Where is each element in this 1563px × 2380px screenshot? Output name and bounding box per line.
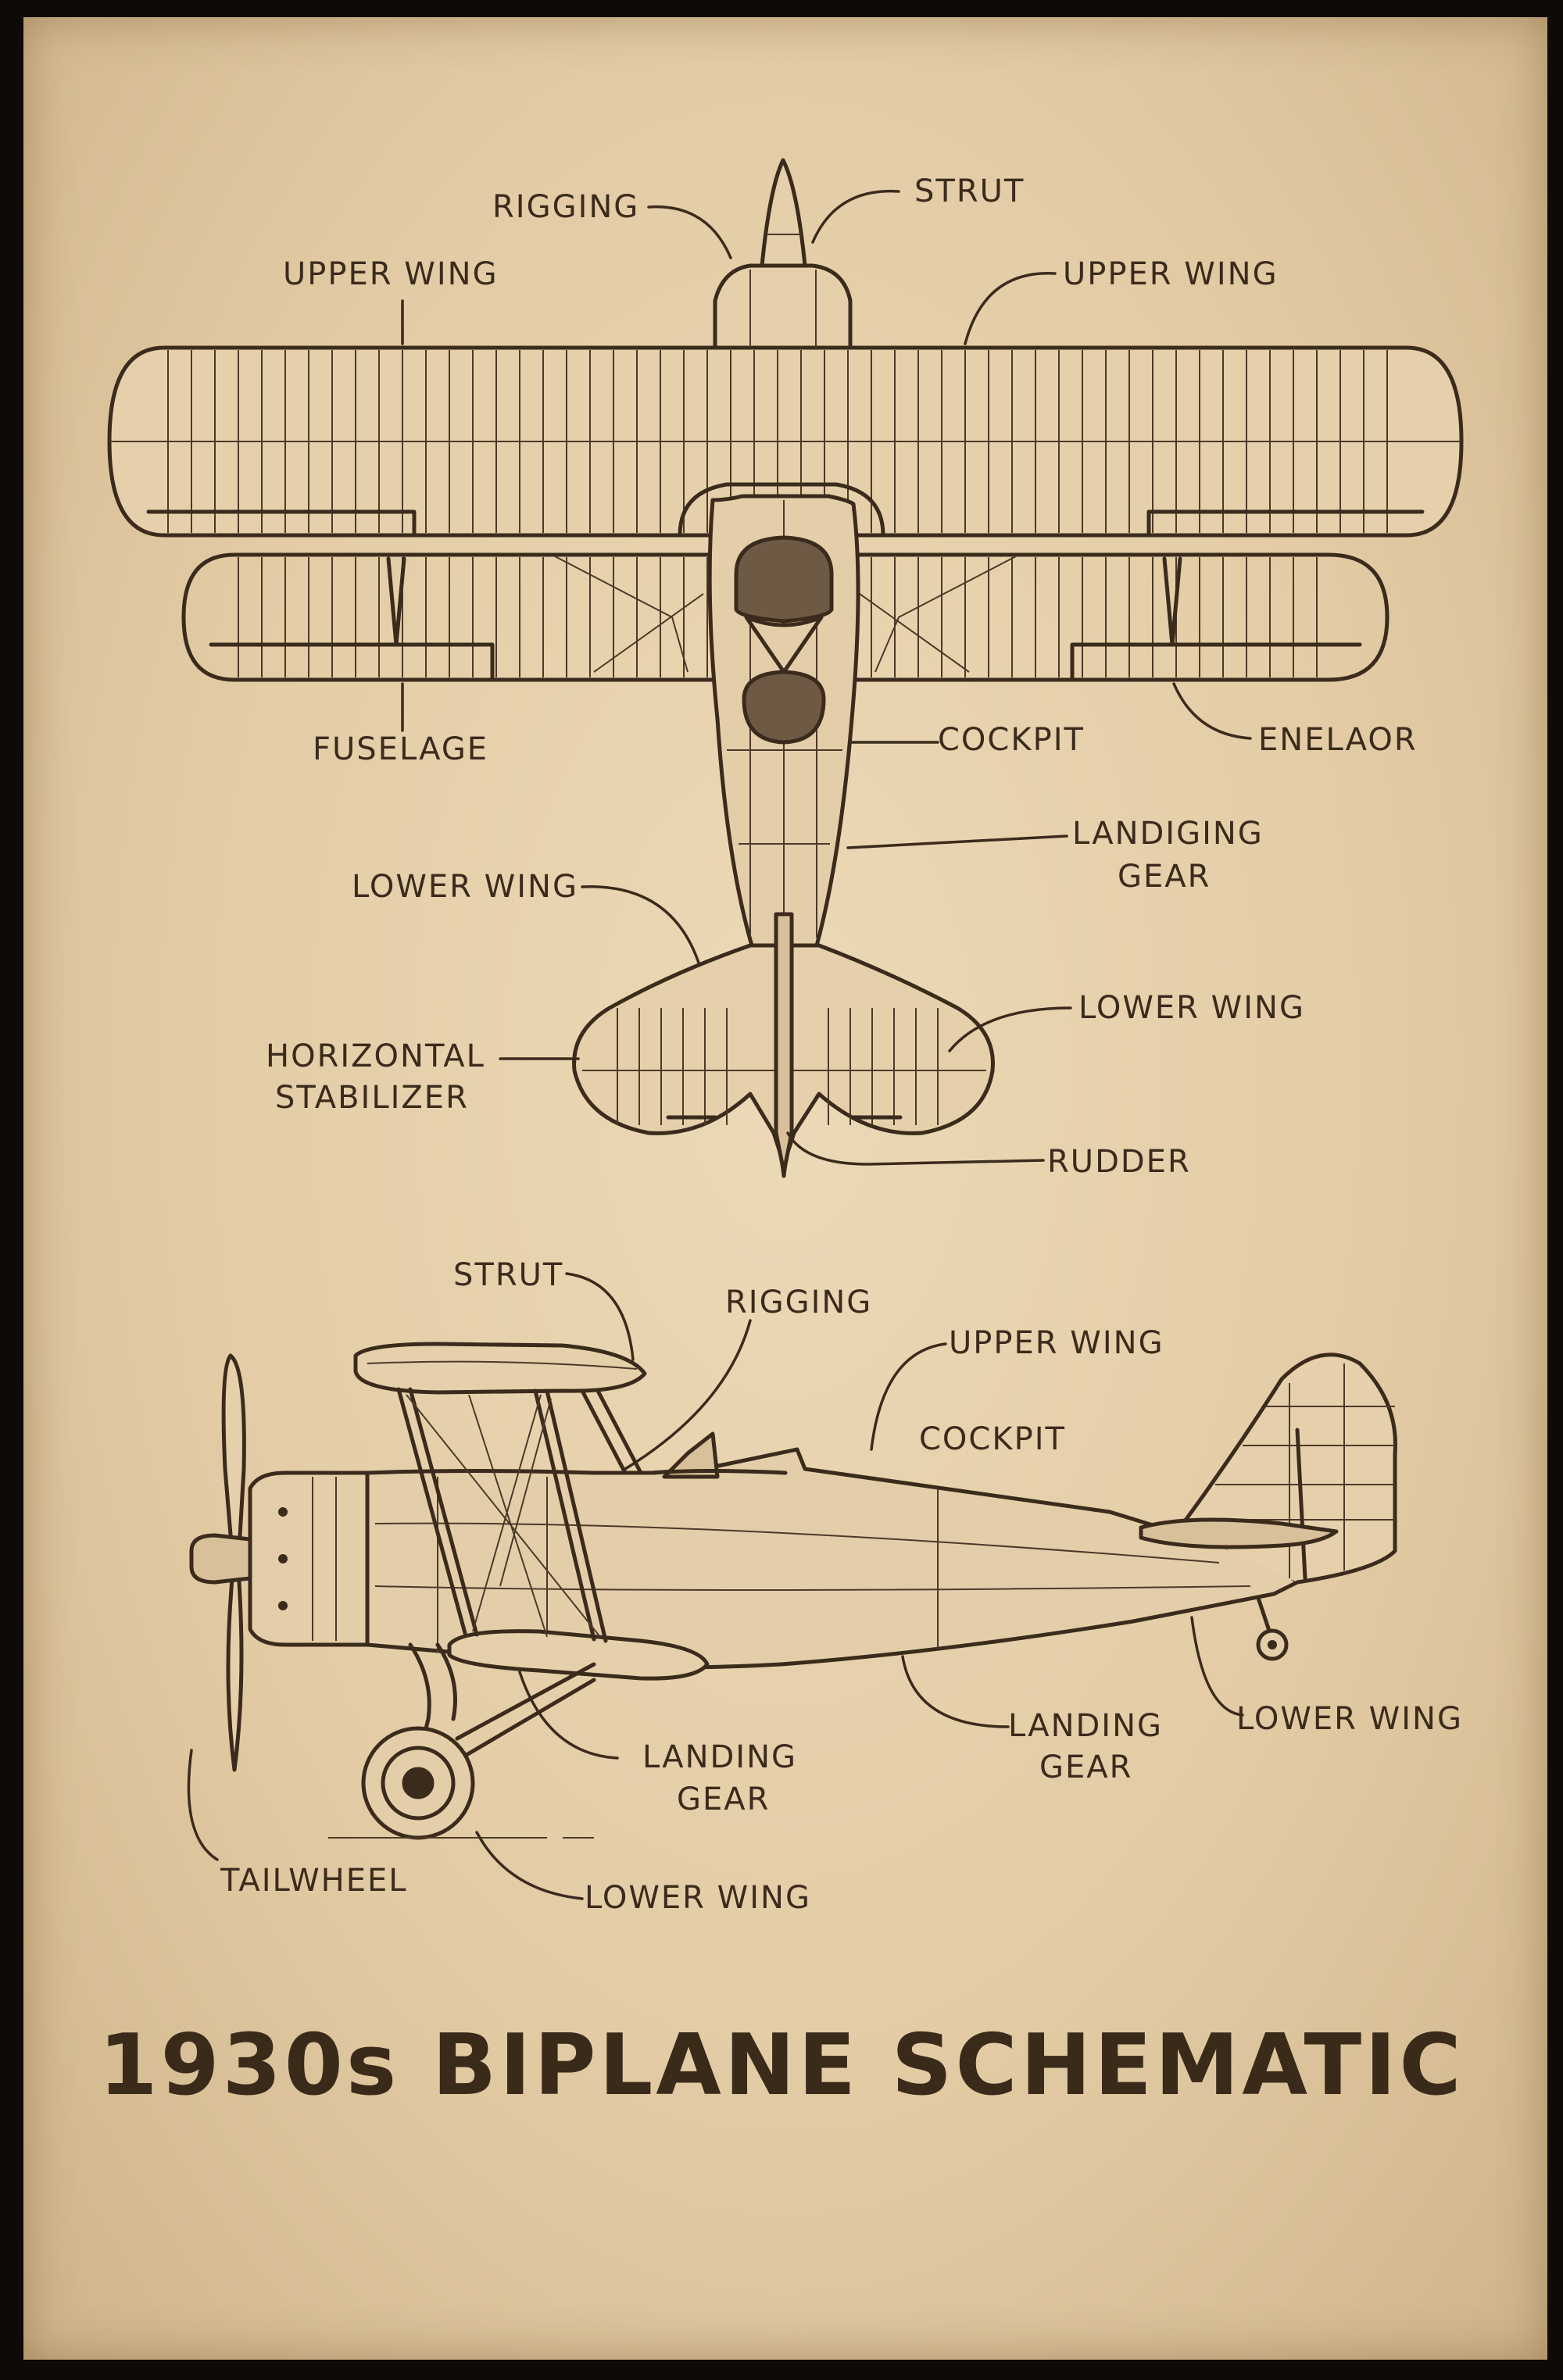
label-horizontal-stabilizer-line1: HORIZONTAL bbox=[266, 1038, 485, 1074]
top-view-upper-aileron-right bbox=[1146, 509, 1425, 538]
label-lower-wing-side-right: LOWER WING bbox=[1236, 1701, 1463, 1737]
label-lower-wing-side-bottom: LOWER WING bbox=[585, 1880, 811, 1916]
label-upper-wing-side: UPPER WING bbox=[949, 1325, 1164, 1361]
label-enelaor: ENELAOR bbox=[1258, 722, 1418, 758]
page-title: 1930s BIPLANE SCHEMATIC bbox=[98, 2017, 1464, 2114]
label-landiging-gear-line2: GEAR bbox=[1118, 859, 1211, 895]
side-view-cabane-struts bbox=[580, 1388, 643, 1475]
top-view-lower-aileron-left bbox=[209, 642, 495, 682]
side-view-tailwheel-strut bbox=[1256, 1596, 1272, 1635]
top-view-fuselage-hatching bbox=[727, 500, 842, 1164]
top-view-leader-lines bbox=[401, 189, 1252, 1166]
label-landing-gear-front-line2: GEAR bbox=[677, 1781, 770, 1817]
side-view-cowl-rivets bbox=[278, 1507, 288, 1610]
side-view-cockpit-opening bbox=[650, 1469, 788, 1475]
top-view-strut-left bbox=[386, 556, 406, 647]
side-view-prop-hub bbox=[189, 1533, 252, 1585]
top-view-lower-aileron-right bbox=[1070, 642, 1362, 682]
label-cockpit-side: COCKPIT bbox=[919, 1421, 1066, 1457]
side-view-fuselage-hatching bbox=[374, 1477, 1251, 1660]
label-fuselage: FUSELAGE bbox=[313, 731, 488, 767]
top-view-upper-aileron-left bbox=[146, 509, 417, 538]
side-view-tail-ribs bbox=[1196, 1363, 1395, 1578]
label-upper-wing-left: UPPER WING bbox=[283, 256, 499, 292]
side-view-engine-cowling bbox=[248, 1471, 370, 1647]
side-view-windshield bbox=[662, 1431, 720, 1479]
top-view-stabilizer-ribs bbox=[617, 1008, 939, 1125]
top-view-labels: RIGGING STRUT UPPER WING UPPER WING FUSE… bbox=[266, 173, 1418, 1180]
side-view-interplane-struts bbox=[396, 1387, 608, 1643]
label-landing-gear-mid-line1: LANDING bbox=[1008, 1708, 1163, 1744]
side-view-leader-lines bbox=[187, 1272, 1244, 1900]
top-view-engine-cowl bbox=[713, 263, 853, 350]
label-lower-wing-left: LOWER WING bbox=[352, 869, 578, 905]
label-landing-gear-front-line1: LANDING bbox=[642, 1739, 797, 1775]
top-view-rigging-wires bbox=[554, 556, 1017, 673]
top-view-strut-right bbox=[1162, 556, 1182, 647]
label-tailwheel: TAILWHEEL bbox=[220, 1863, 408, 1899]
label-rudder: RUDDER bbox=[1047, 1144, 1191, 1180]
side-view-diagram bbox=[187, 1272, 1397, 1900]
label-strut-side: STRUT bbox=[453, 1257, 563, 1293]
top-view-lower-wing bbox=[181, 552, 1390, 682]
top-view-cockpit-rear bbox=[742, 670, 826, 745]
label-lower-wing-right: LOWER WING bbox=[1078, 990, 1305, 1026]
label-cockpit-top: COCKPIT bbox=[938, 722, 1085, 758]
side-view-rigging-wires bbox=[406, 1394, 601, 1638]
label-rigging-side: RIGGING bbox=[725, 1285, 872, 1320]
label-strut-top: STRUT bbox=[914, 173, 1025, 209]
side-view-lower-wing bbox=[447, 1629, 710, 1681]
label-landing-gear-mid-line2: GEAR bbox=[1039, 1749, 1132, 1785]
side-view-landing-gear-legs bbox=[408, 1642, 596, 1768]
side-view-upper-wing bbox=[353, 1342, 647, 1395]
top-view-cockpit-front bbox=[734, 535, 834, 624]
side-view-horizontal-stabilizer bbox=[1139, 1517, 1339, 1549]
label-horizontal-stabilizer-line2: STABILIZER bbox=[275, 1080, 469, 1116]
side-view-labels: STRUT RIGGING UPPER WING COCKPIT LANDING… bbox=[220, 1257, 1463, 1916]
top-view-propeller-spinner bbox=[760, 158, 807, 268]
label-rigging-top: RIGGING bbox=[492, 189, 639, 225]
label-upper-wing-right: UPPER WING bbox=[1063, 256, 1279, 292]
label-landiging-gear-line1: LANDIGING bbox=[1072, 816, 1264, 852]
top-view-rudder bbox=[774, 912, 794, 1174]
side-view-rudder-hinge bbox=[1295, 1428, 1307, 1581]
top-view-diagram bbox=[107, 158, 1464, 1178]
top-view-wing-cutout bbox=[678, 482, 885, 538]
